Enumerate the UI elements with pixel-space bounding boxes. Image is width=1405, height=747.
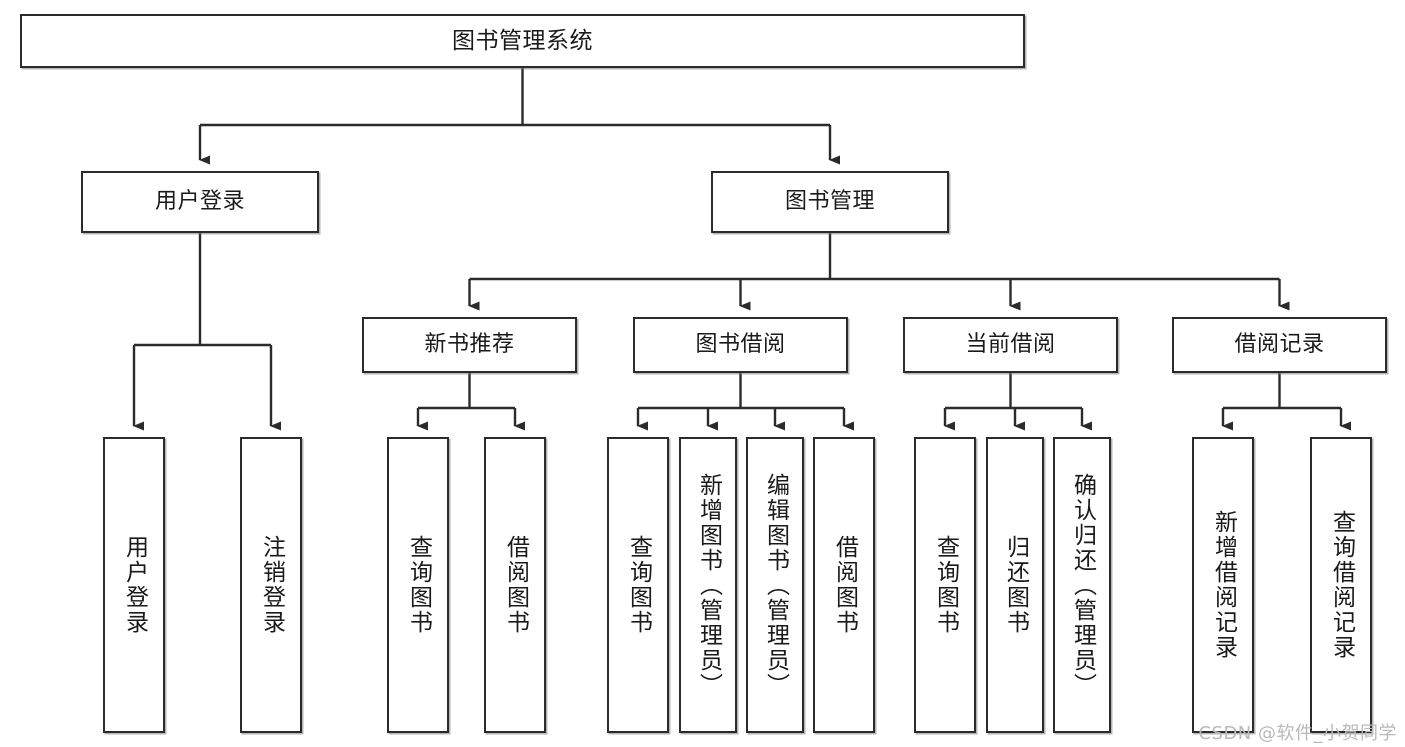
node-root-book-management-system[interactable]: 图书管理系统 (20, 14, 1025, 68)
node-borrowing-records[interactable]: 借阅记录 (1172, 317, 1387, 373)
node-book-borrowing[interactable]: 图书借阅 (633, 317, 848, 373)
leaf-edit-book-admin[interactable]: 编辑图书（管理员） (746, 437, 804, 733)
node-label: 编辑图书（管理员） (762, 472, 789, 698)
leaf-query-books-borrowing[interactable]: 查询图书 (607, 437, 669, 733)
leaf-confirm-return-admin[interactable]: 确认归还（管理员） (1053, 437, 1111, 733)
node-label: 图书借阅 (695, 332, 786, 358)
leaf-user-login[interactable]: 用户登录 (103, 437, 165, 733)
node-label: 用户登录 (154, 189, 245, 215)
node-current-borrowing[interactable]: 当前借阅 (903, 317, 1118, 373)
leaf-query-books-recommendation[interactable]: 查询图书 (387, 437, 449, 733)
node-user-login[interactable]: 用户登录 (81, 171, 319, 233)
leaf-return-book[interactable]: 归还图书 (986, 437, 1044, 733)
node-label: 新增图书（管理员） (695, 472, 722, 698)
leaf-add-book-admin[interactable]: 新增图书（管理员） (679, 437, 737, 733)
leaf-query-books-current[interactable]: 查询图书 (914, 437, 976, 733)
node-label: 归还图书 (1002, 535, 1029, 635)
node-label: 确认归还（管理员） (1069, 472, 1096, 698)
node-label: 图书管理 (784, 189, 875, 215)
node-label: 查询图书 (405, 535, 432, 635)
node-label: 用户登录 (121, 535, 148, 635)
node-label: 新增借阅记录 (1210, 510, 1237, 660)
node-label: 借阅图书 (502, 535, 529, 635)
leaf-borrow-book[interactable]: 借阅图书 (813, 437, 875, 733)
node-label: 新书推荐 (424, 332, 515, 358)
leaf-query-borrowing-record[interactable]: 查询借阅记录 (1310, 437, 1372, 733)
node-label: 注销登录 (258, 535, 285, 635)
node-label: 借阅记录 (1234, 332, 1325, 358)
csdn-watermark: CSDN @软件_小贺同学 (1198, 723, 1397, 744)
leaf-add-borrowing-record[interactable]: 新增借阅记录 (1192, 437, 1254, 733)
node-label: 借阅图书 (831, 535, 858, 635)
node-new-book-recommendation[interactable]: 新书推荐 (362, 317, 577, 373)
node-label: 查询图书 (932, 535, 959, 635)
leaf-logout[interactable]: 注销登录 (240, 437, 302, 733)
node-label: 查询图书 (625, 535, 652, 635)
leaf-borrow-books-recommendation[interactable]: 借阅图书 (484, 437, 546, 733)
node-label: 当前借阅 (965, 332, 1056, 358)
node-label: 图书管理系统 (452, 27, 593, 54)
node-label: 查询借阅记录 (1328, 510, 1355, 660)
node-book-management[interactable]: 图书管理 (711, 171, 949, 233)
